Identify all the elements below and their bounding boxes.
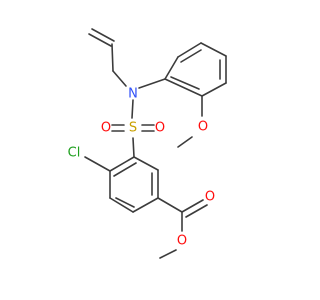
c-cl-bond — [84, 156, 111, 172]
n-to-s-bond — [131, 99, 134, 119]
sulfur-atom-label: S — [129, 121, 137, 136]
phenyl-bond-3 — [200, 42, 227, 57]
phenyl-bond-6 — [164, 78, 203, 97]
ring-bond-1 — [109, 156, 135, 172]
sulfonyl-oxygen-left-label: O — [101, 121, 111, 136]
chlorine-atom-label: Cl — [68, 146, 81, 161]
ring-bond-6 — [133, 156, 159, 171]
allyl-double-bond-b — [91, 28, 115, 42]
ring-to-carbonyl-bond — [157, 197, 183, 213]
s-to-ring-bond — [132, 137, 135, 158]
ester-carbonyl-oxygen-label: O — [205, 190, 215, 205]
ring-bond-1-inner — [113, 162, 137, 177]
phenyl-bond-5 — [201, 82, 227, 97]
allyl-to-n-bond — [112, 70, 127, 87]
phenyl-bond-2 — [177, 42, 202, 58]
ring-bond-3 — [109, 197, 134, 213]
n-to-phenyl-bond — [138, 78, 166, 89]
phenyl-bond-2-inner — [180, 49, 202, 63]
allyl-single-bond — [111, 43, 114, 72]
carbonyl-double-bond-b — [185, 204, 208, 218]
ring-bond-4 — [132, 197, 159, 213]
sulfonyl-oxygen-right-label: O — [155, 121, 165, 136]
ring-bond-3-inner — [115, 197, 135, 208]
nitrogen-atom-label: N — [128, 87, 138, 102]
ester-methyl-bond — [159, 249, 177, 259]
bonds — [84, 28, 227, 259]
methoxy-oxygen-label: O — [198, 120, 208, 135]
structure-canvas: N S O O O Cl O O — [68, 28, 227, 259]
phenyl-bond-1 — [164, 56, 179, 80]
atom-labels: N S O O O Cl O O — [68, 87, 215, 249]
phenyl-bond-6-inner — [170, 76, 200, 90]
allyl-double-bond-a — [88, 33, 112, 47]
ester-ether-oxygen-label: O — [177, 234, 187, 249]
carbonyl-double-bond-a — [181, 199, 204, 213]
molecule-diagram: N S O O O Cl O O — [68, 28, 227, 259]
methoxy-bond-2 — [177, 136, 193, 148]
